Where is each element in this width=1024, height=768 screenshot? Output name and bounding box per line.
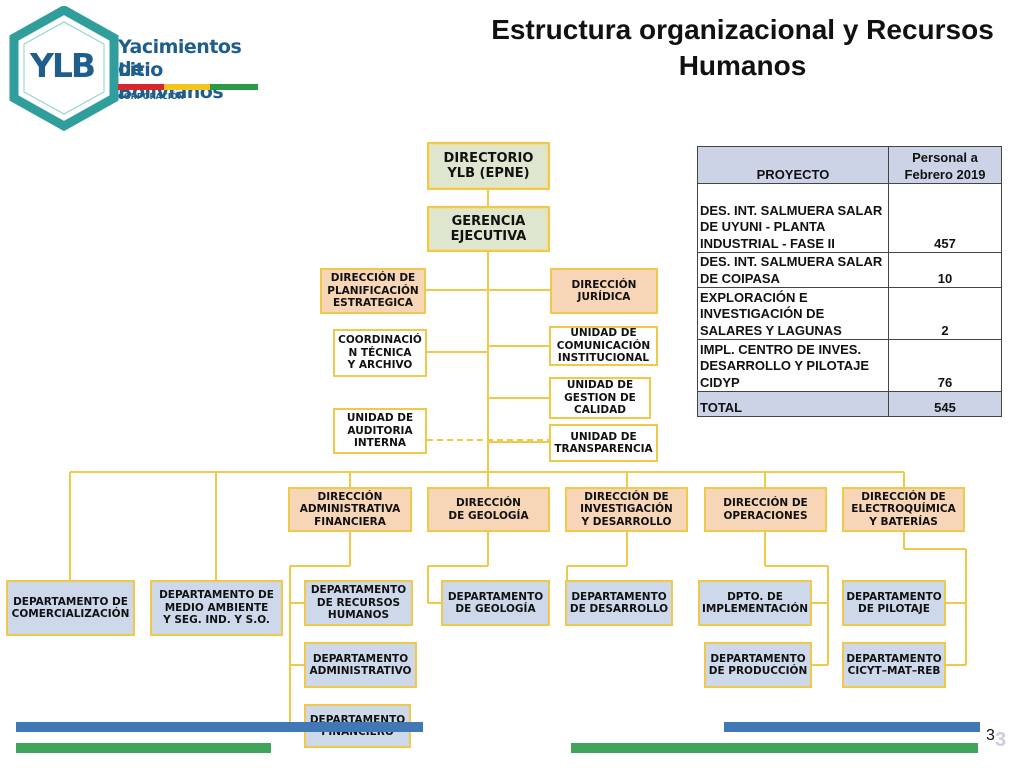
hexagon-logo-icon bbox=[9, 4, 119, 132]
box-dep-geologia: DEPARTAMENTO DE GEOLOGÍA bbox=[441, 580, 550, 626]
footer-bar-blue-right bbox=[724, 722, 980, 732]
box-directorio: DIRECTORIO YLB (EPNE) bbox=[427, 142, 550, 190]
footer-bar-green-right bbox=[571, 743, 978, 753]
personnel-table: PROYECTO Personal a Febrero 2019 DES. IN… bbox=[697, 146, 1002, 417]
box-dep-medio-ambiente: DEPARTAMENTO DE MEDIO AMBIENTE Y SEG. IN… bbox=[150, 580, 283, 636]
table-header-personal: Personal a Febrero 2019 bbox=[888, 146, 1002, 184]
box-dep-pilotaje: DEPARTAMENTO DE PILOTAJE bbox=[842, 580, 946, 626]
box-unidad-auditoria: UNIDAD DE AUDITORIA INTERNA bbox=[333, 408, 427, 454]
box-dir-planificacion: DIRECCIÓN DE PLANIFICACIÓN ESTRATEGICA bbox=[320, 268, 426, 314]
table-cell-project: DES. INT. SALMUERA SALAR DE COIPASA bbox=[697, 252, 889, 288]
table-cell-value: 2 bbox=[888, 287, 1002, 340]
box-coord-tecnica: COORDINACIÓ N TÉCNICA Y ARCHIVO bbox=[333, 329, 427, 377]
table-cell-value: 10 bbox=[888, 252, 1002, 288]
box-dpto-implementacion: DPTO. DE IMPLEMENTACIÓN bbox=[698, 580, 812, 626]
box-gerencia-ejecutiva: GERENCIA EJECUTIVA bbox=[427, 206, 550, 252]
box-unidad-transparencia: UNIDAD DE TRANSPARENCIA bbox=[549, 424, 658, 462]
table-cell-project: IMPL. CENTRO DE INVES. DESARROLLO Y PILO… bbox=[697, 339, 889, 392]
box-dep-comercializacion: DEPARTAMENTO DE COMERCIALIZACIÓN bbox=[6, 580, 135, 636]
box-dir-investigacion: DIRECCIÓN DE INVESTIGACIÓN Y DESARROLLO bbox=[565, 487, 688, 532]
box-dir-juridica: DIRECCIÓN JURÍDICA bbox=[550, 268, 658, 314]
footer-bar-blue-left bbox=[16, 722, 423, 732]
box-unidad-comunicacion: UNIDAD DE COMUNICACIÓN INSTITUCIONAL bbox=[549, 326, 658, 366]
box-dep-cicyt: DEPARTAMENTO CICYT–MAT–REB bbox=[842, 642, 946, 688]
slide-title: Estructura organizacional y Recursos Hum… bbox=[491, 14, 994, 82]
logo-color-stripe bbox=[118, 84, 258, 90]
box-dir-electroquimica: DIRECCIÓN DE ELECTROQUÍMICA Y BATERÍAS bbox=[842, 487, 965, 532]
table-row: DES. INT. SALMUERA SALAR DE COIPASA 10 bbox=[697, 252, 1002, 288]
table-total-value: 545 bbox=[888, 391, 1002, 417]
logo-monogram: YLB bbox=[30, 46, 96, 85]
table-row: IMPL. CENTRO DE INVES. DESARROLLO Y PILO… bbox=[697, 339, 1002, 392]
table-row: EXPLORACIÓN E INVESTIGACIÓN DE SALARES Y… bbox=[697, 287, 1002, 340]
footer-bar-green-left bbox=[16, 743, 271, 753]
box-unidad-calidad: UNIDAD DE GESTION DE CALIDAD bbox=[549, 377, 651, 419]
table-cell-project: DES. INT. SALMUERA SALAR DE UYUNI - PLAN… bbox=[697, 183, 889, 253]
table-cell-project: EXPLORACIÓN E INVESTIGACIÓN DE SALARES Y… bbox=[697, 287, 889, 340]
logo-subtitle: CORPORACIÓN bbox=[118, 92, 185, 101]
table-cell-value: 76 bbox=[888, 339, 1002, 392]
box-dir-operaciones: DIRECCIÓN DE OPERACIONES bbox=[704, 487, 827, 532]
table-total-label: TOTAL bbox=[697, 391, 889, 417]
page-number-shadow: 3 bbox=[995, 729, 1007, 751]
table-header-row: PROYECTO Personal a Febrero 2019 bbox=[697, 146, 1002, 184]
box-dep-rrhh: DEPARTAMENTO DE RECURSOS HUMANOS bbox=[304, 580, 413, 626]
box-dep-administrativo: DEPARTAMENTO ADMINISTRATIVO bbox=[304, 642, 417, 688]
table-cell-value: 457 bbox=[888, 183, 1002, 253]
table-header-project: PROYECTO bbox=[697, 146, 889, 184]
page-number: 3 bbox=[986, 727, 995, 744]
table-total-row: TOTAL 545 bbox=[697, 391, 1002, 417]
ylb-logo: YLB Yacimientos de Litio Bolivianos CORP… bbox=[6, 4, 262, 134]
box-dir-administrativa: DIRECCIÓN ADMINISTRATIVA FINANCIERA bbox=[288, 487, 412, 532]
box-dir-geologia: DIRECCIÓN DE GEOLOGÍA bbox=[427, 487, 550, 532]
box-dep-desarrollo: DEPARTAMENTO DE DESARROLLO bbox=[565, 580, 673, 626]
logo-name-line1: Yacimientos de bbox=[118, 36, 242, 80]
table-row: DES. INT. SALMUERA SALAR DE UYUNI - PLAN… bbox=[697, 183, 1002, 253]
box-dep-produccion: DEPARTAMENTO DE PRODUCCIÓN bbox=[704, 642, 812, 688]
